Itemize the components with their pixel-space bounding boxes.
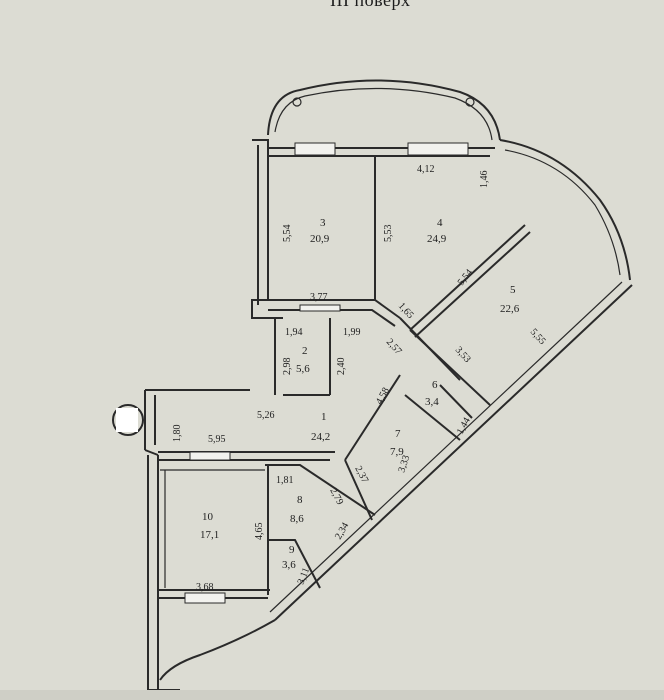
dim-5-95: 5,95 [208, 434, 226, 445]
window-room-4 [407, 142, 469, 156]
bottom-edge [0, 690, 664, 700]
room-5-area: 22,6 [500, 303, 520, 315]
dim-5-55: 5,55 [528, 327, 548, 347]
room-7-number: 7 [395, 428, 401, 440]
window-room-10 [184, 592, 226, 604]
window-corridor [299, 304, 341, 312]
dim-1-99: 1,99 [343, 327, 361, 338]
dim-2-40: 2,40 [336, 358, 347, 376]
room-2-area: 5,6 [296, 363, 310, 375]
dim-4-58: 4,58 [374, 386, 392, 407]
room-9-area: 3,6 [282, 559, 296, 571]
room-1-number: 1 [321, 411, 327, 423]
dim-1-94: 1,94 [285, 327, 303, 338]
room-labels: 3 20,9 4 24,9 5 22,6 2 5,6 1 24,2 6 3,4 … [200, 217, 520, 571]
dim-2-79: 2,79 [327, 486, 345, 507]
room-5-number: 5 [510, 284, 516, 296]
room-10-area: 17,1 [200, 529, 219, 541]
room-2-number: 2 [302, 345, 308, 357]
dim-1-44: 1,44 [455, 416, 473, 437]
dim-3-77: 3,77 [310, 292, 328, 303]
dim-5-53: 5,53 [383, 225, 394, 243]
window-room-10-top [189, 451, 231, 461]
dim-1-46: 1,46 [479, 171, 490, 189]
dim-5-54-room3: 5,54 [282, 225, 293, 243]
room-6-number: 6 [432, 379, 438, 391]
bay-markers [292, 97, 475, 107]
room-3-number: 3 [320, 217, 326, 229]
windows [184, 142, 469, 604]
room-9-number: 9 [289, 544, 295, 556]
dim-1-81: 1,81 [276, 475, 294, 486]
room-4-number: 4 [437, 217, 443, 229]
dimension-labels: 4,12 1,46 5,54 5,53 5,54 3,77 1,65 1,94 … [172, 164, 548, 593]
room-8-number: 8 [297, 494, 303, 506]
entrance-column [112, 404, 144, 436]
room-6-area: 3,4 [425, 396, 439, 408]
room-3-area: 20,9 [310, 233, 330, 245]
dim-2-57: 2,57 [384, 337, 404, 357]
dim-1-80: 1,80 [172, 425, 183, 443]
dim-3-53: 3,53 [453, 345, 473, 365]
room-8-area: 8,6 [290, 513, 304, 525]
floor-title: ІІІ поверх [330, 0, 411, 10]
dim-3-68: 3,68 [196, 582, 214, 593]
dim-4-12: 4,12 [417, 164, 435, 175]
room-1-area: 24,2 [311, 431, 330, 443]
room-4-area: 24,9 [427, 233, 447, 245]
room-10-number: 10 [202, 511, 214, 523]
dim-4-65: 4,65 [254, 523, 265, 541]
dim-5-26: 5,26 [257, 410, 275, 421]
dim-2-98: 2,98 [282, 358, 293, 376]
window-room-3 [294, 142, 336, 156]
room-7-area: 7,9 [390, 446, 404, 458]
dim-3-33: 3,33 [396, 454, 412, 474]
